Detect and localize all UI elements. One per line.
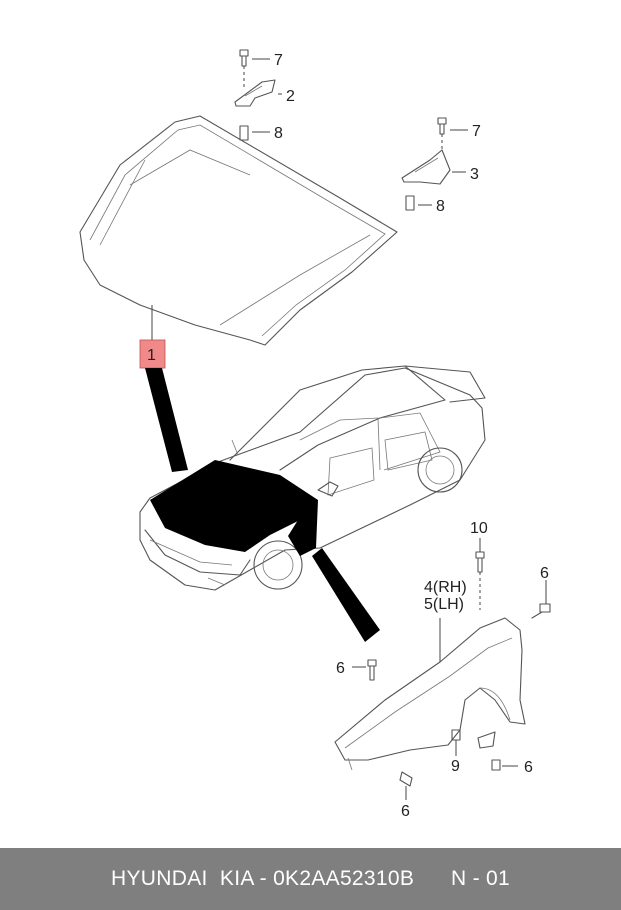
bolt-7-upper <box>239 49 249 67</box>
car-illustration <box>139 365 486 591</box>
footer-page: N - 01 <box>450 867 510 890</box>
callout-6-right: 6 <box>540 565 549 582</box>
highlight-leader-hood <box>145 368 188 472</box>
bolt-7-lower <box>437 117 447 135</box>
callout-8-upper: 8 <box>274 125 283 142</box>
callout-5: 5(LH) <box>424 596 464 613</box>
bolt-6-right <box>531 603 551 619</box>
nut-9 <box>451 729 461 741</box>
callout-7-upper: 7 <box>274 52 283 69</box>
callout-2: 2 <box>286 88 295 105</box>
bolt-6-left <box>367 659 377 681</box>
callout-3: 3 <box>470 166 479 183</box>
callout-10: 10 <box>470 520 488 537</box>
callout-6-bottom: 6 <box>401 803 410 820</box>
footer-brand: HYUNDAI KIA - <box>111 867 274 890</box>
callout-4: 4(RH) <box>424 579 467 596</box>
hood-hinge-left <box>234 79 276 107</box>
footer-spacer <box>414 867 451 891</box>
hood-hinge-right <box>401 149 451 185</box>
footer-part-number: 0K2AA52310B <box>273 867 415 890</box>
car-hood-highlight <box>150 460 318 552</box>
hood-panel <box>79 115 398 346</box>
bolt-8-lower <box>405 195 415 211</box>
highlight-leader-fender <box>312 548 380 642</box>
parts-diagram: 1 2 3 4(RH) 5(LH) 6 6 6 6 7 7 8 8 9 10 <box>79 49 551 820</box>
callout-7-lower: 7 <box>472 123 481 140</box>
callout-9: 9 <box>451 758 460 775</box>
front-fender <box>334 617 526 771</box>
callout-6-left: 6 <box>336 660 345 677</box>
callout-6-bottom-right: 6 <box>524 759 533 776</box>
bolt-10 <box>475 551 485 573</box>
footer-bar: HYUNDAI KIA - 0K2AA52310B N - 01 <box>0 848 621 910</box>
car-fender-highlight <box>288 498 318 556</box>
bolt-6-bottom-right <box>491 759 501 771</box>
callout-8-lower: 8 <box>436 198 445 215</box>
bolt-6-bottom <box>399 771 413 787</box>
callout-1: 1 <box>147 347 156 364</box>
bolt-8-upper <box>239 125 249 141</box>
